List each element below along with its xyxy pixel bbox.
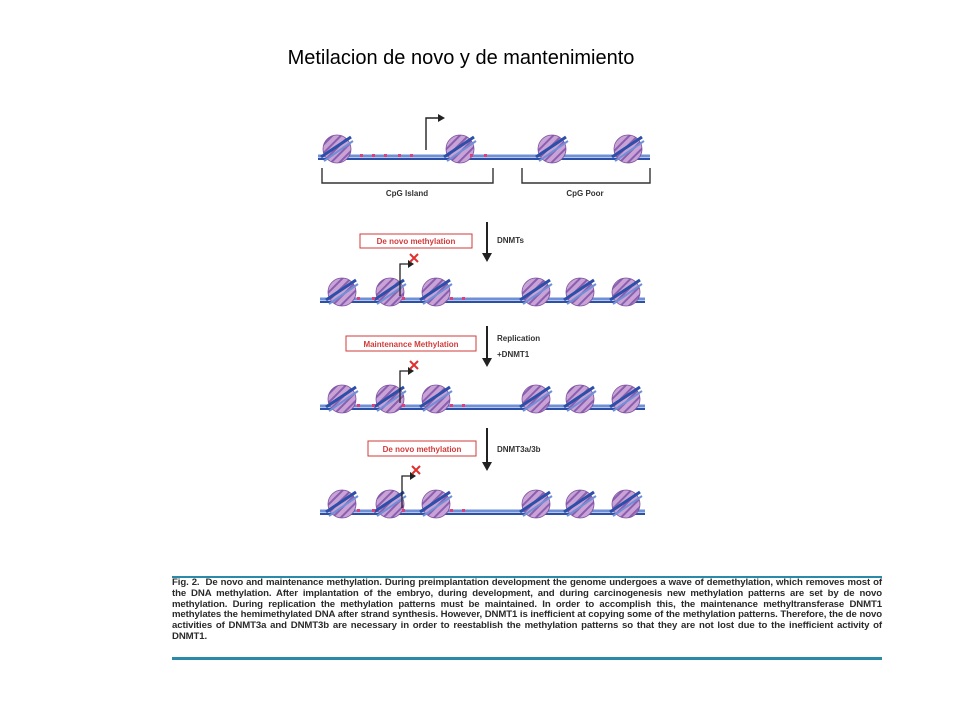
caption-rule (172, 657, 882, 660)
methyl-mark (357, 509, 360, 512)
nucleosome (320, 134, 354, 164)
methyl-mark (484, 154, 487, 157)
transcription-start-arrow (425, 114, 445, 150)
figure-caption: Fig. 2.De novo and maintenance methylati… (172, 576, 882, 660)
cpg-island-label: CpG Island (386, 189, 428, 198)
nucleosome (563, 489, 597, 519)
methyl-mark (398, 154, 401, 157)
step-1-box (359, 233, 473, 249)
methylation-diagram: CpG Island CpG Poor De novo methylation … (318, 114, 651, 519)
step-1-arrow (482, 222, 492, 262)
nucleosome (609, 489, 643, 519)
step-1-enzyme: DNMTs (497, 236, 525, 245)
step-3-arrow (482, 428, 492, 471)
methyl-mark (402, 297, 405, 300)
caption-label: Fig. 2. (172, 577, 200, 588)
nucleosome (611, 134, 645, 164)
methyl-mark (384, 154, 387, 157)
methyl-mark (450, 509, 453, 512)
methyl-mark (360, 154, 363, 157)
slide-title: Metilacion de novo y de mantenimiento (287, 47, 635, 69)
nucleosome (519, 277, 553, 307)
methyl-mark (402, 509, 405, 512)
repressed-tss-arrow (399, 367, 414, 403)
cpg-island-bracket (321, 168, 494, 184)
nucleosome (563, 277, 597, 307)
nucleosome (609, 277, 643, 307)
dna-track-after-reestablish (320, 465, 645, 519)
nucleosome (609, 384, 643, 414)
repression-x-icon (409, 253, 419, 263)
methyl-mark (450, 404, 453, 407)
methyl-mark (450, 297, 453, 300)
nucleosome (373, 489, 407, 519)
nucleosome (519, 489, 553, 519)
methyl-mark (372, 154, 375, 157)
step-2-arrow (482, 326, 492, 367)
step-3-label: De novo methylation (383, 445, 462, 454)
nucleosome (419, 384, 453, 414)
methyl-mark (462, 404, 465, 407)
nucleosome (419, 489, 453, 519)
methyl-mark (372, 509, 375, 512)
cpg-poor-bracket (521, 168, 651, 184)
nucleosome (325, 384, 359, 414)
nucleosome (325, 489, 359, 519)
repression-x-icon (409, 360, 419, 370)
step-2-label: Maintenance Methylation (363, 340, 458, 349)
methyl-mark (462, 297, 465, 300)
step-3-box (367, 440, 477, 457)
step-1-label: De novo methylation (377, 237, 456, 246)
repressed-tss-arrow (401, 472, 416, 508)
nucleosome (325, 277, 359, 307)
step-2-enzyme-2: +DNMT1 (497, 350, 530, 359)
nucleosome (419, 277, 453, 307)
methyl-mark (470, 154, 473, 157)
dna-track-initial (318, 134, 650, 164)
nucleosome (519, 384, 553, 414)
repression-x-icon (411, 465, 421, 475)
caption-text: De novo and maintenance methylation. Dur… (172, 577, 882, 642)
methyl-mark (372, 297, 375, 300)
nucleosome (373, 277, 407, 307)
methyl-mark (372, 404, 375, 407)
dna-track-after-de-novo (320, 253, 645, 307)
methyl-mark (402, 404, 405, 407)
methyl-mark (462, 509, 465, 512)
cpg-poor-label: CpG Poor (566, 189, 603, 198)
nucleosome (535, 134, 569, 164)
nucleosome (373, 384, 407, 414)
methyl-mark (410, 154, 413, 157)
nucleosome (563, 384, 597, 414)
step-2-box (345, 335, 477, 352)
step-2-enzyme-1: Replication (497, 334, 540, 343)
step-3-enzyme: DNMT3a/3b (497, 445, 541, 454)
nucleosome (443, 134, 477, 164)
methyl-mark (357, 404, 360, 407)
methyl-mark (357, 297, 360, 300)
dna-track-after-maintenance (320, 360, 645, 414)
repressed-tss-arrow (399, 260, 414, 296)
